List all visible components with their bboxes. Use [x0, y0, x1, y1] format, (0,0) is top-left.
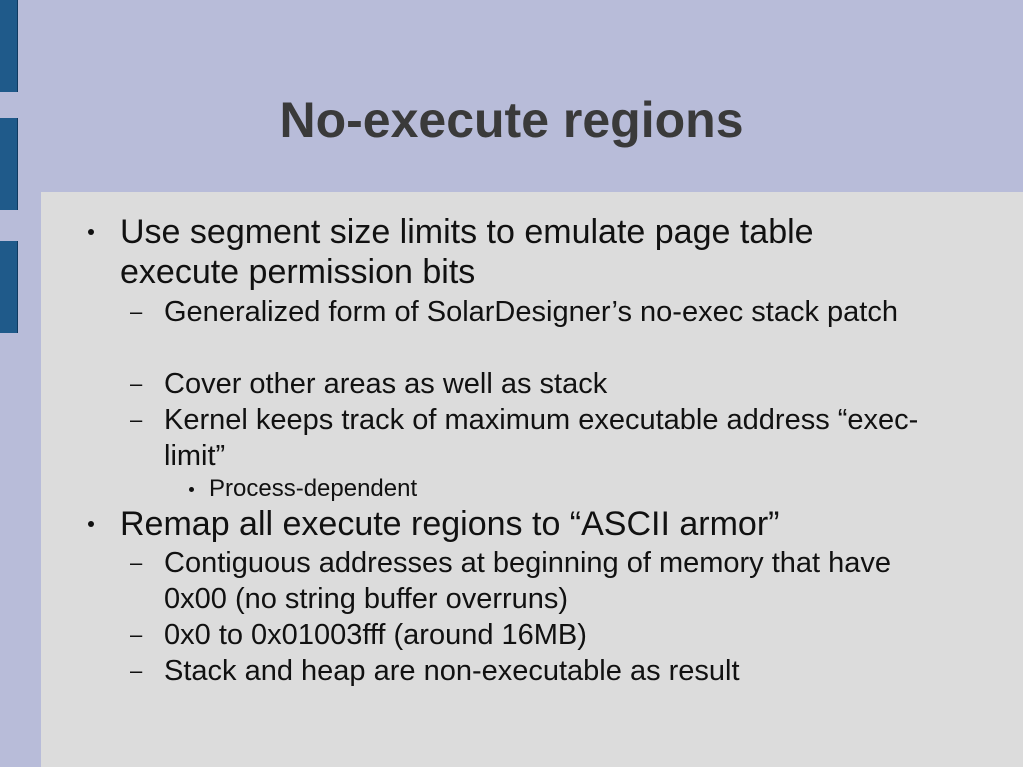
sub-bullet-text: Generalized form of SolarDesigner’s no-e… — [164, 296, 898, 328]
dash-marker: – — [130, 658, 143, 683]
bullet-text: Use segment size limits to emulate page … — [120, 213, 814, 291]
round-bullet-marker — [88, 229, 94, 235]
dash-marker: – — [130, 622, 143, 647]
decorative-side-bar-1 — [0, 0, 18, 92]
sub-bullet-text: Stack and heap are non-executable as res… — [164, 655, 740, 687]
sub-sub-bullet-text: Process-dependent — [209, 475, 418, 502]
sub-bullet-text: Kernel keeps track of maximum executable… — [164, 404, 919, 472]
sub-bullet-text: Cover other areas as well as stack — [164, 368, 608, 400]
slide-title: No-execute regions — [279, 92, 744, 148]
content-panel — [41, 192, 1023, 767]
decorative-side-bar-2 — [0, 118, 18, 210]
decorative-side-bar-3 — [0, 241, 18, 333]
dash-marker: – — [130, 299, 143, 324]
dash-marker: – — [130, 407, 143, 432]
round-bullet-marker — [88, 521, 94, 527]
round-bullet-marker — [189, 487, 194, 492]
sub-bullet-text: 0x0 to 0x01003fff (around 16MB) — [164, 619, 587, 651]
dash-marker: – — [130, 550, 143, 575]
bullet-text: Remap all execute regions to “ASCII armo… — [120, 505, 780, 543]
sub-bullet-text: Contiguous addresses at beginning of mem… — [164, 547, 892, 615]
dash-marker: – — [130, 371, 143, 396]
